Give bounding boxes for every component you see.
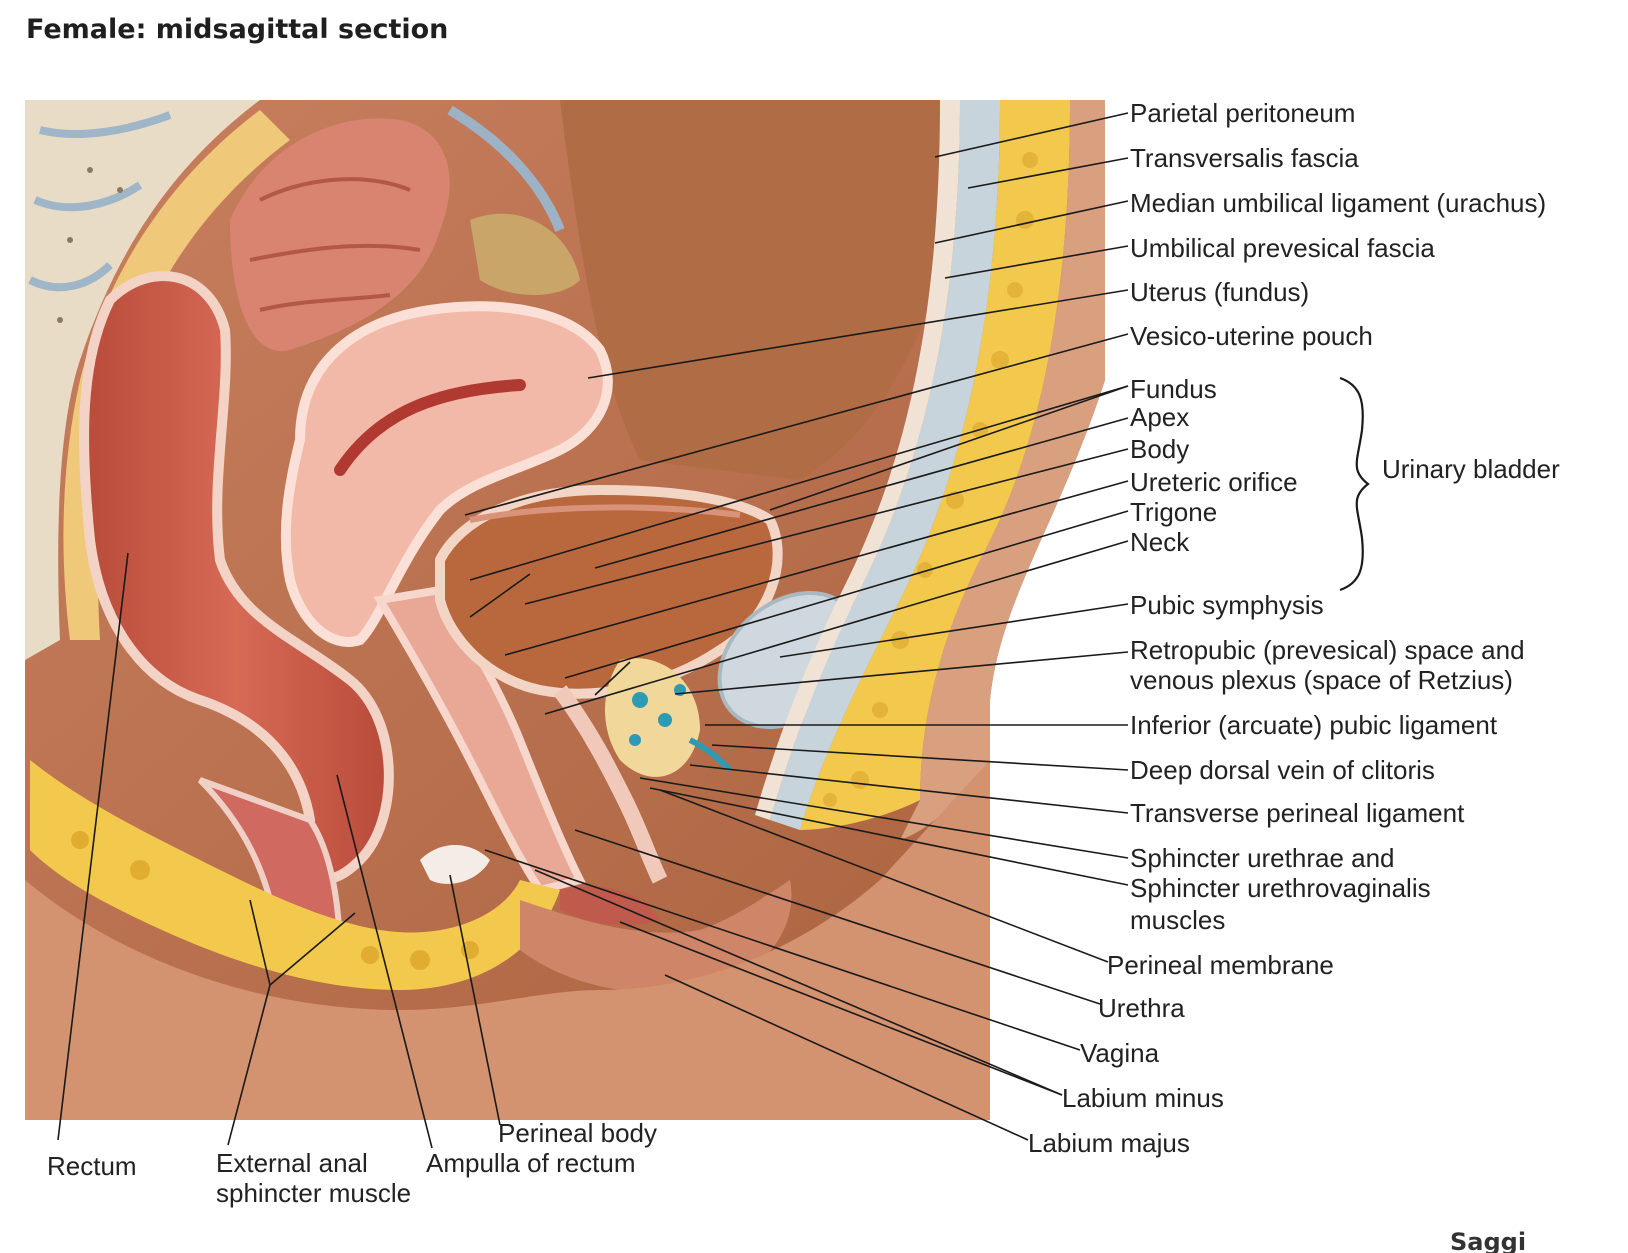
label-retropubic-space-line2: venous plexus (space of Retzius) (1130, 665, 1513, 695)
label-parietal-peritoneum: Parietal peritoneum (1130, 98, 1355, 128)
peritoneal-cavity (560, 100, 960, 480)
next-figure-title-fragment: Saggi (1450, 1228, 1527, 1253)
label-body: Body (1130, 434, 1189, 464)
label-urinary-bladder: Urinary bladder (1382, 454, 1560, 484)
label-perineal-membrane: Perineal membrane (1107, 950, 1334, 980)
label-sphincter-line3: muscles (1130, 905, 1225, 935)
right-labels: Parietal peritoneum Transversalis fascia… (1028, 98, 1560, 1158)
label-ampulla-of-rectum: Ampulla of rectum (426, 1148, 636, 1178)
label-uterus-fundus: Uterus (fundus) (1130, 277, 1309, 307)
label-umbilical-prevesical-fascia: Umbilical prevesical fascia (1130, 233, 1435, 263)
labium-minus (560, 886, 660, 926)
label-perineal-body: Perineal body (498, 1118, 657, 1148)
skin-anterior (900, 100, 1105, 840)
abdominal-wall-fat (800, 100, 1070, 830)
figure-title: Female: midsagittal section (26, 14, 449, 45)
urethra (553, 685, 668, 884)
label-retropubic-space-line1: Retropubic (prevesical) space and (1130, 635, 1525, 665)
label-labium-majus: Labium majus (1028, 1128, 1190, 1158)
bottom-labels: Rectum External anal sphincter muscle Pe… (47, 1118, 657, 1208)
label-trigone: Trigone (1130, 497, 1217, 527)
label-ureteric-orifice: Ureteric orifice (1130, 467, 1298, 497)
label-neck: Neck (1130, 527, 1190, 557)
label-rectum: Rectum (47, 1151, 137, 1181)
leader-lines (57, 112, 1129, 1149)
label-labium-minus: Labium minus (1062, 1083, 1224, 1113)
perineal-body (420, 845, 490, 884)
label-vagina: Vagina (1080, 1038, 1160, 1068)
label-pubic-symphysis: Pubic symphysis (1130, 590, 1324, 620)
vagina (373, 585, 586, 895)
label-sphincter-line2: Sphincter urethrovaginalis (1130, 873, 1431, 903)
label-external-anal-line1: External anal (216, 1148, 368, 1178)
illustration (25, 100, 1105, 1120)
label-urethra: Urethra (1098, 993, 1185, 1023)
label-deep-dorsal-vein: Deep dorsal vein of clitoris (1130, 755, 1435, 785)
label-apex: Apex (1130, 402, 1189, 432)
label-transversalis-fascia: Transversalis fascia (1130, 143, 1359, 173)
label-inferior-pubic-ligament: Inferior (arcuate) pubic ligament (1130, 710, 1498, 740)
skin-inferior (25, 760, 990, 1120)
sigmoid-colon (230, 118, 450, 352)
sacrum (25, 100, 260, 660)
label-sphincter-line1: Sphincter urethrae and (1130, 843, 1395, 873)
label-fundus: Fundus (1130, 374, 1217, 404)
label-transverse-perineal-ligament: Transverse perineal ligament (1130, 798, 1465, 828)
label-external-anal-line2: sphincter muscle (216, 1178, 411, 1208)
label-vesico-uterine-pouch: Vesico-uterine pouch (1130, 321, 1373, 351)
uterus (280, 301, 613, 647)
urinary-bladder-brace (1339, 376, 1370, 592)
rectum (79, 271, 394, 884)
perineal-fat (30, 760, 560, 990)
label-median-umbilical-ligament: Median umbilical ligament (urachus) (1130, 188, 1546, 218)
